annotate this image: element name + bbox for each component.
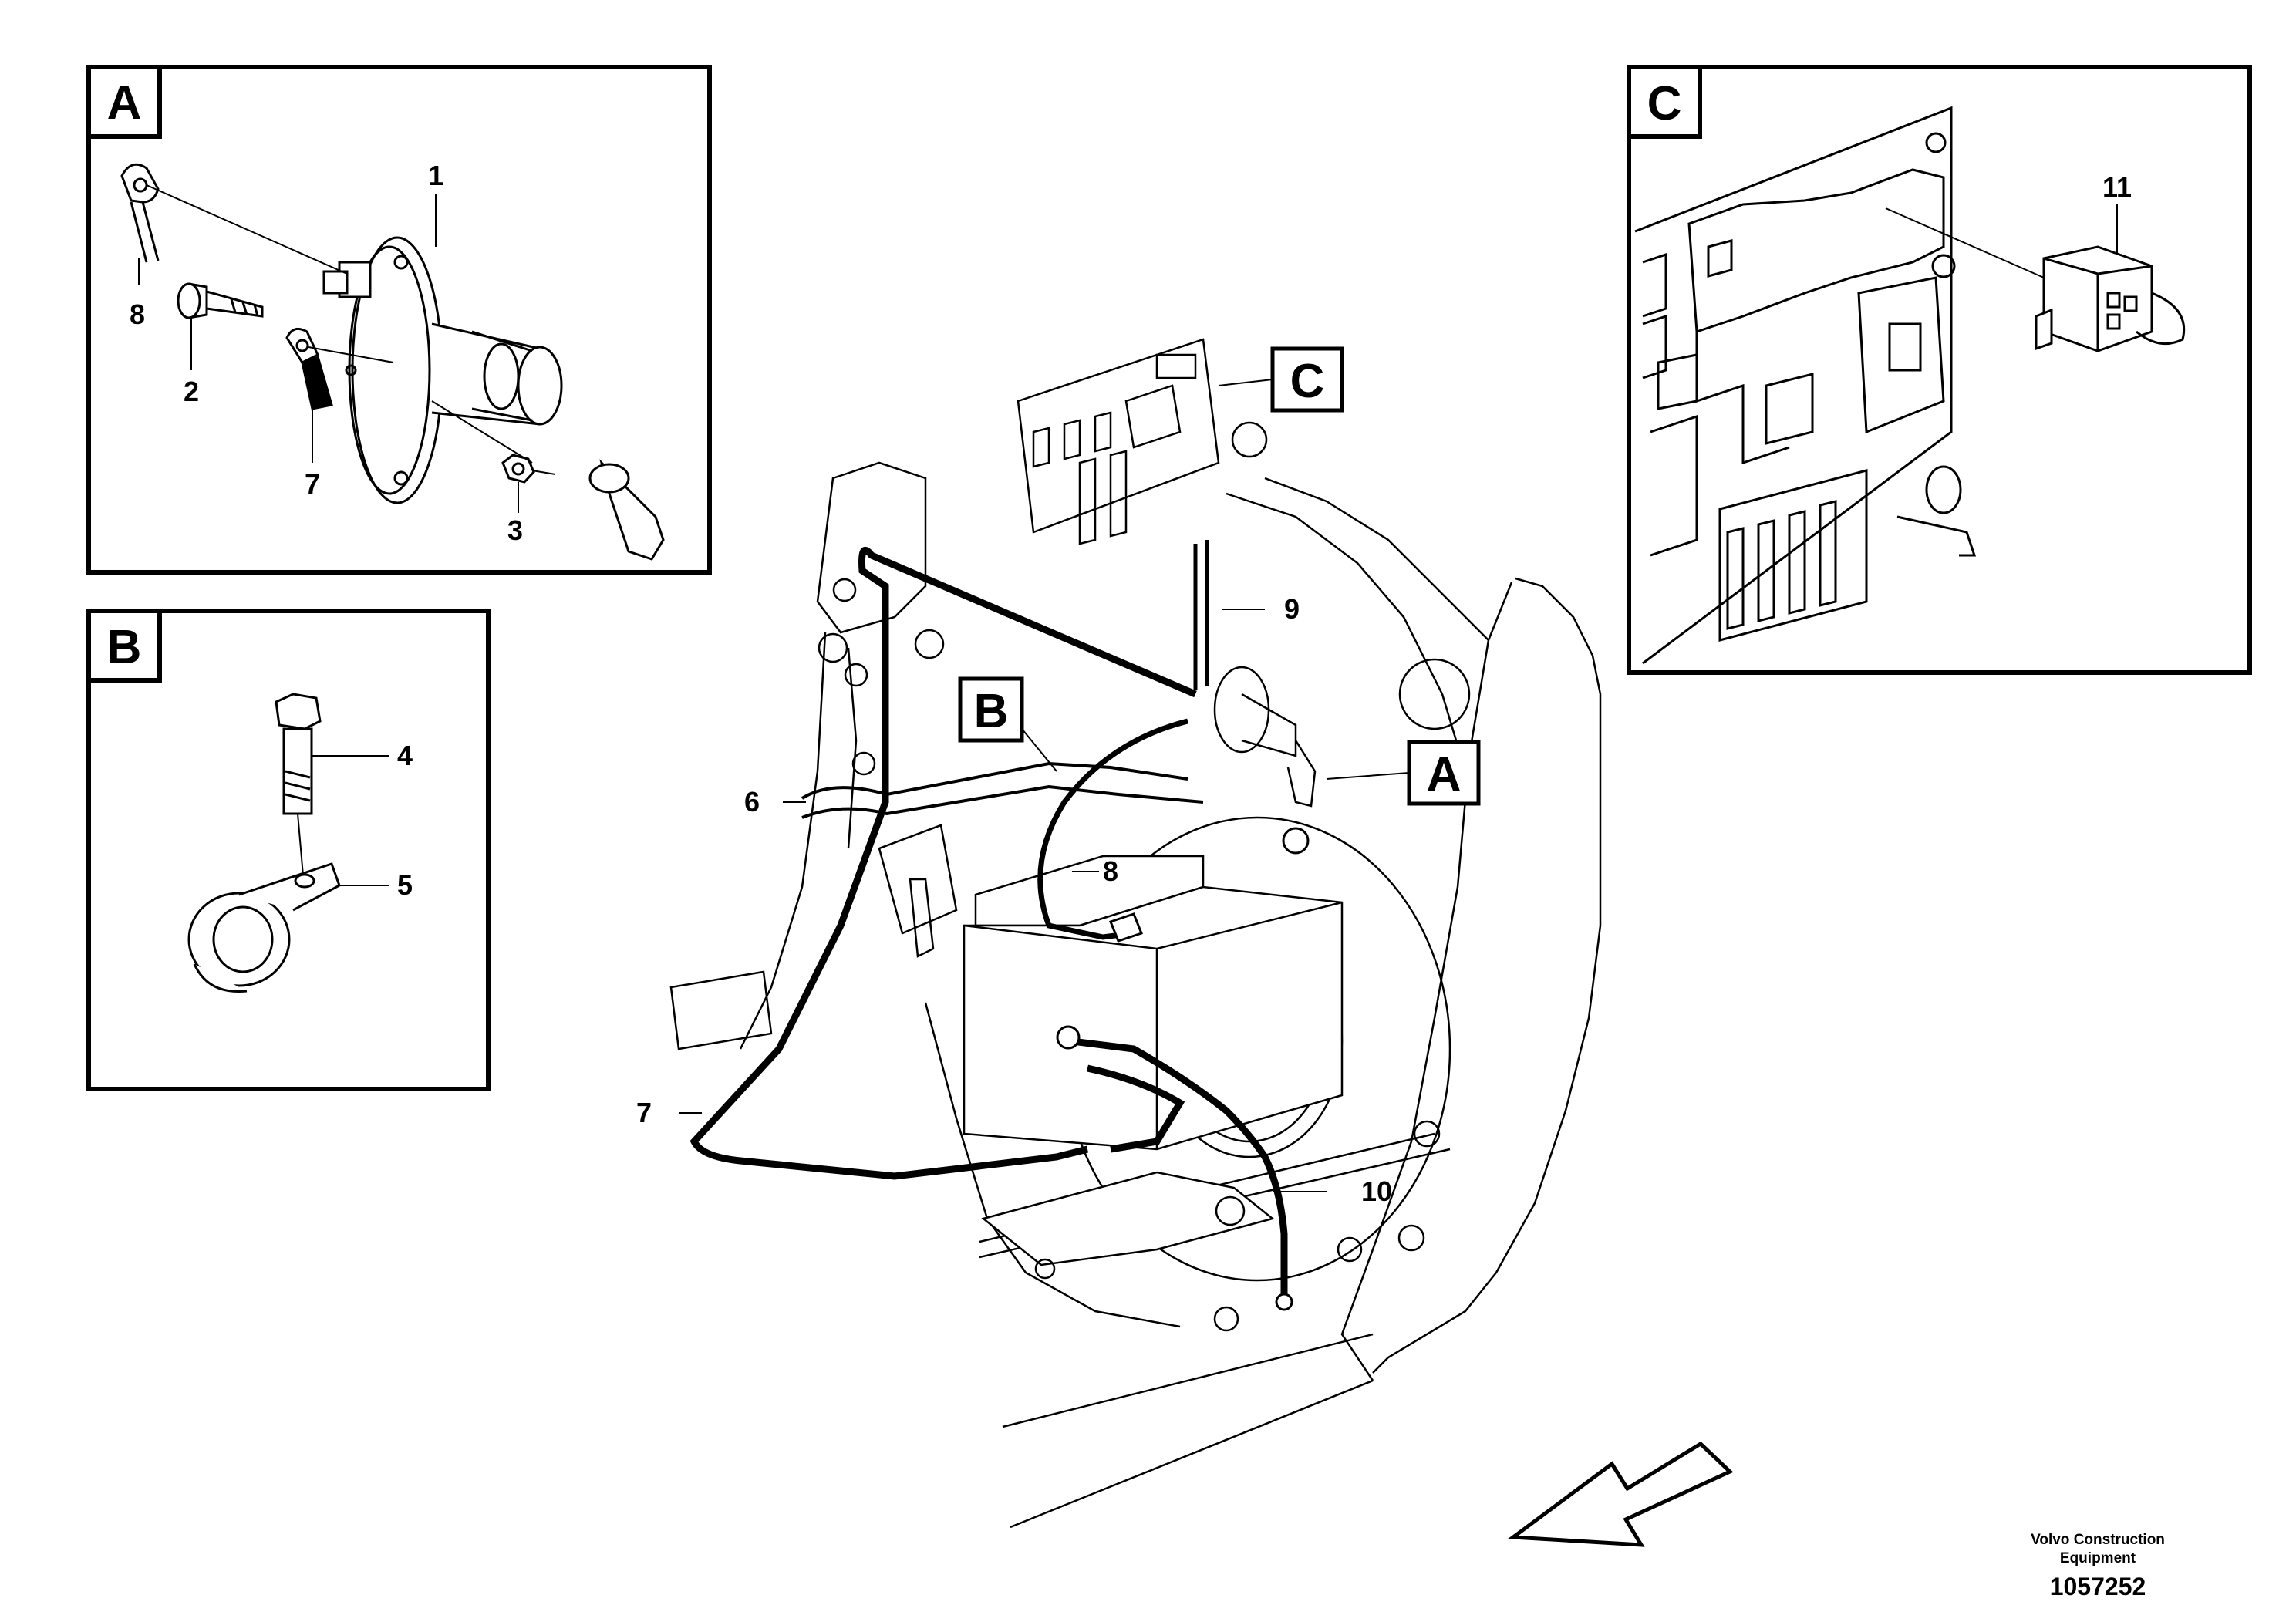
detail-b-label: B: [107, 621, 142, 674]
direction-arrow-icon: [1507, 1441, 1734, 1547]
cable-9: [1193, 540, 1209, 690]
main-detail-callouts: C B A: [958, 346, 1481, 806]
callout-10: 10: [1361, 1175, 1392, 1207]
cable-lug-7-drawing: [285, 327, 333, 410]
callout-7-main: 7: [636, 1097, 652, 1128]
connector-11-drawing: [2035, 245, 2186, 352]
manufacturer-name-line1: Volvo Construction: [2031, 1532, 2165, 1548]
callout-8-detail-a: 8: [130, 298, 145, 330]
cable-terminals: [1056, 827, 1310, 1311]
callout-8-main: 8: [1103, 855, 1118, 887]
cable-6: [801, 761, 1204, 819]
disconnect-switch-drawing: [322, 236, 665, 561]
callout-5: 5: [397, 869, 413, 901]
detail-a-leader-lines: [138, 184, 556, 513]
callout-6: 6: [744, 786, 760, 818]
callout-2: 2: [184, 376, 199, 407]
detail-a-label-box: [86, 65, 162, 139]
main-callout-c: C: [1290, 355, 1325, 408]
detail-b-leader-lines: [297, 755, 389, 886]
detail-c-label-box: [1627, 65, 1702, 139]
callout-3: 3: [507, 514, 523, 546]
detail-a-label: A: [107, 76, 142, 130]
manufacturer-block: Volvo Construction Equipment 1057252: [2005, 1531, 2190, 1601]
document-number: 1057252: [2049, 1573, 2146, 1600]
callout-4: 4: [397, 740, 413, 771]
cable-10: [1071, 1037, 1288, 1296]
callout-9: 9: [1284, 593, 1300, 625]
cable-routing: [689, 540, 1288, 1296]
cable-7: [689, 546, 1197, 1180]
detail-c-leader-lines: [1885, 204, 2118, 278]
main-callout-c-box: [1270, 346, 1344, 413]
clamp-5-drawing: [187, 862, 341, 993]
callout-1: 1: [428, 160, 443, 191]
main-callout-b-box: [958, 676, 1024, 743]
machine-body-outline: [669, 338, 1602, 1529]
main-callout-a-box: [1407, 740, 1481, 806]
nut-3-drawing: [501, 454, 535, 484]
bolt-2-drawing: [177, 282, 264, 319]
detail-c-label: C: [1647, 77, 1682, 130]
relay-box-drawing: [1634, 106, 1977, 665]
detail-b-label-box: [86, 609, 162, 683]
bolt-4-drawing: [275, 693, 322, 815]
cable-lug-8-drawing: [120, 163, 160, 263]
callout-11: 11: [2102, 171, 2132, 203]
main-leader-lines: [679, 609, 1327, 1192]
detail-b-panel: B 4 5: [86, 609, 491, 1091]
detail-a-panel: A: [86, 65, 712, 575]
detail-c-panel: C: [1627, 65, 2252, 675]
main-callout-b: B: [974, 685, 1009, 738]
main-callout-a: A: [1427, 748, 1462, 801]
callout-7-detail-a: 7: [305, 468, 320, 500]
manufacturer-name-line2: Equipment: [2059, 1550, 2136, 1566]
cable-10-branch: [1087, 1064, 1185, 1153]
cable-8: [1037, 718, 1188, 940]
